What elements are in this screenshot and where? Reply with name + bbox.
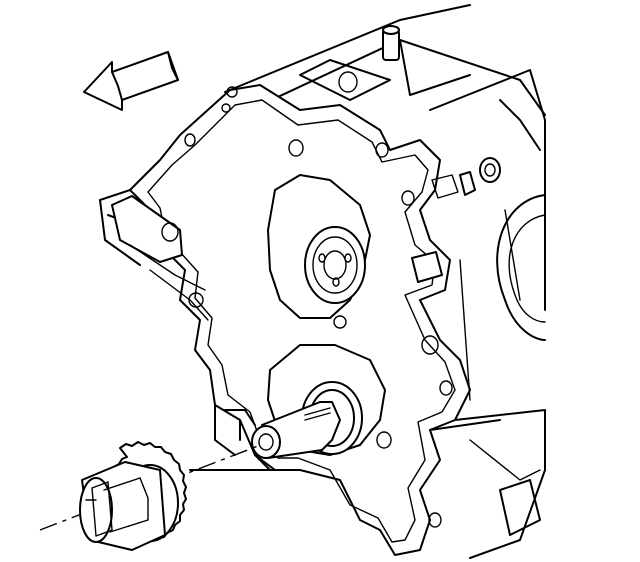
camshaft-sprocket [79,441,187,551]
direction-arrow-icon [83,51,179,111]
camshaft-journal [251,381,363,459]
